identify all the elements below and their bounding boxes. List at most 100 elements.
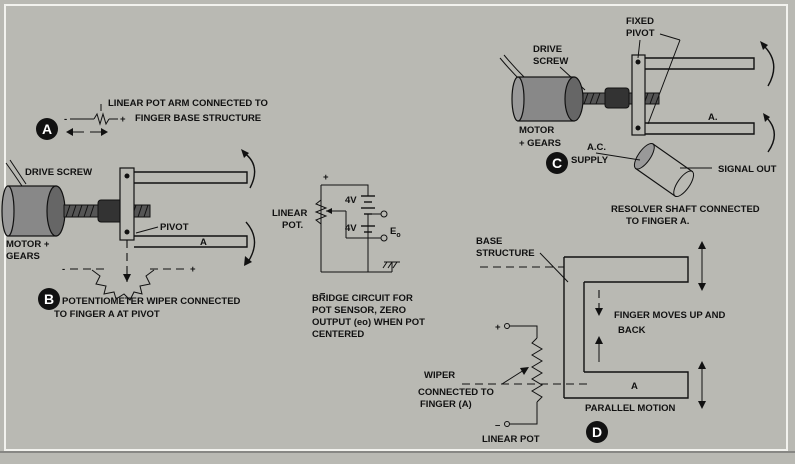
arrow-d-upper-head1 [698,241,706,249]
finger-d-lower [564,371,689,399]
pot-b-minus: - [62,264,65,275]
motion-arrow-c-upper-head [760,41,768,50]
motor-c-label-line2: + GEARS [519,138,561,149]
link-c [631,54,646,136]
panel-c: DRIVE SCREW MOTOR + GEARS A. FIXED PIVOT [499,16,777,227]
badge-c [546,152,568,174]
resolver [633,142,695,198]
pivot-b-label: PIVOT [160,222,189,233]
resolver-caption-line2: TO FINGER A. [626,216,689,227]
pot-a-plus: + [120,114,126,125]
screw-nut-c [604,87,630,109]
bridge-pot-resistor [314,199,328,225]
finger-c-label: A. [708,112,718,123]
bridge-v-bottom: 4V [345,223,357,234]
bridge-caption-line3: OUTPUT (eo) WHEN POT [312,317,425,328]
finger-c-lower [645,122,755,135]
bridge-wires [320,184,392,273]
pivot-c-top [635,59,641,65]
pot-b-wiper-tip [123,274,131,282]
resolver-face [633,142,655,170]
arrow-d-lower-head1 [698,361,706,369]
base-label-line2: STRUCTURE [476,248,535,259]
drive-screw-label: DRIVE SCREW [25,167,92,178]
bridge-output-sub: o [396,232,400,239]
panel-d: BASE STRUCTURE A FINGER MOVES UP AND BAC… [418,236,726,445]
output-terminal-bottom [380,234,388,242]
wiper-label-line1: WIPER [424,370,455,381]
finger-moves-label-line2: BACK [618,325,646,336]
bridge-v-top: 4V [345,195,357,206]
motion-arrow-b-upper-head [241,149,249,158]
badge-a-label: A [42,121,52,137]
motion-arrow-b-lower [245,221,256,263]
bridge-caption-line1: BRIDGE CIRCUIT FOR [312,293,413,304]
panel-b-caption-line2: TO FINGER A AT PIVOT [54,309,160,320]
pot-d-wiper [501,369,525,385]
finger-b-upper [134,171,248,184]
pot-a-minus: - [64,114,67,125]
finger-d-label: A [631,381,638,392]
fixed-pivot-leader2 [659,33,681,41]
parallel-motion-label: PARALLEL MOTION [585,403,676,414]
arrow-left-a-head [66,128,73,136]
drive-c-label-line1: DRIVE [533,44,562,55]
bridge-pot-label-line1: LINEAR [272,208,308,219]
ac-supply-label-line2: SUPPLY [571,155,609,166]
bridge-plus: + [323,172,329,183]
motion-arrow-c-lower-head [763,113,770,122]
arrow-d-upper-head2 [698,283,706,291]
pot-arm-label-line2: FINGER BASE STRUCTURE [135,113,261,124]
finger-d-upper [564,256,689,283]
signal-out-label: SIGNAL OUT [718,164,777,175]
pot-d-bottom-wire [510,402,538,425]
motor-c-label-line1: MOTOR [519,125,554,136]
ground-symbol [382,261,400,269]
finger-moves-label-line1: FINGER MOVES UP AND [614,310,726,321]
motor-b-back [1,185,15,237]
finger-c-upper [645,57,755,70]
bridge-minus: – [320,288,325,299]
inner-arrow-up-head [595,336,603,344]
fixed-pivot-leader3 [647,39,681,125]
bridge-pot-wiper-head [326,208,332,214]
motion-arrow-c-upper [761,43,775,87]
inner-arrow-down-head [595,308,603,316]
resolver-back [673,170,695,198]
pot-b-plus: + [190,264,196,275]
pivot-c-bottom [635,125,641,131]
bridge-caption-line2: POT SENSOR, ZERO [312,305,406,316]
badge-c-label: C [552,155,562,171]
pot-d-plus: + [495,322,501,333]
pot-d-resistor [531,337,543,403]
badge-b [38,288,60,310]
pot-d-minus: – [495,420,500,431]
pot-d-top-wire [510,325,538,338]
badge-a [36,118,58,140]
fixed-pivot-label-line2: PIVOT [626,28,655,39]
linear-pot-d-label: LINEAR POT [482,434,540,445]
motor-b-wire1 [5,162,23,187]
output-terminal-top [380,210,388,218]
pot-a-resistor [93,112,110,126]
bridge-caption-line4: CENTERED [312,329,364,340]
motor-b-label-line1: MOTOR + [6,239,50,250]
wiper-label-line2: CONNECTED TO [418,387,494,398]
motor-c-back [511,76,525,122]
bridge-circuit: + – 4V 4V Eo LINEAR POT. BRIDGE CIRCUIT … [272,172,425,340]
base-label-line1: BASE [476,236,502,247]
finger-b-lower [134,235,248,248]
bridge-output-e: E [390,226,396,237]
link-b [119,167,135,241]
fixed-pivot-leader1 [637,39,641,59]
badge-d [586,421,608,443]
drive-c-label-line2: SCREW [533,56,568,67]
motor-c-face [564,76,584,122]
motion-arrow-c-lower [764,115,775,153]
pot-d-top-terminal [504,323,510,329]
badge-d-label: D [592,424,602,440]
bridge-pot-label-line2: POT. [282,220,303,231]
pot-arm-label-line1: LINEAR POT ARM CONNECTED TO [108,98,268,109]
